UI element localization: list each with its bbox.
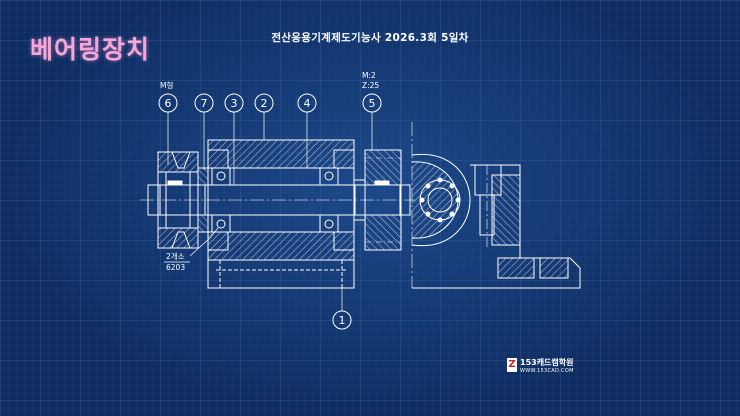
balloon-2 — [254, 93, 274, 113]
balloon-7 — [194, 93, 214, 113]
balloon-3-number: 3 — [231, 97, 238, 110]
page-title: 베어링장치 — [30, 35, 151, 64]
housing-body — [207, 139, 355, 289]
spur-gear — [353, 149, 402, 251]
balloon-1 — [332, 310, 352, 330]
gear-module-label: M:2 — [362, 71, 376, 80]
bearing-count-label: 2개소 — [166, 251, 185, 261]
logo-mark-icon: Z — [507, 358, 517, 372]
balloon-3 — [224, 93, 244, 113]
balloon-5-number: 5 — [369, 97, 376, 110]
pulley-type-label: M형 — [160, 81, 173, 90]
balloon-7-number: 7 — [201, 97, 208, 110]
gear-teeth-label: Z:25 — [362, 81, 379, 90]
part-balloons — [158, 93, 382, 330]
logo-text: 153캐드캠학원 — [520, 358, 574, 367]
balloon-2-number: 2 — [261, 97, 268, 110]
housing-side-view — [411, 122, 581, 289]
logo-url: WWW.153CAD.COM — [520, 368, 574, 374]
balloon-6 — [158, 93, 178, 113]
balloon-5 — [362, 93, 382, 113]
academy-logo: Z 153캐드캠학원 WWW.153CAD.COM — [507, 356, 587, 378]
shaft — [147, 180, 411, 216]
leader-lines — [164, 112, 373, 311]
exam-subtitle: 전산응용기계제도기능사 2026.3회 5일차 — [271, 32, 469, 44]
balloon-6-number: 6 — [165, 97, 172, 110]
balloon-4-number: 4 — [304, 97, 311, 110]
balloon-4 — [297, 93, 317, 113]
ball-bearings — [211, 167, 339, 233]
bearing-spec-label: 6203 — [166, 263, 185, 272]
balloon-1-number: 1 — [339, 314, 346, 327]
